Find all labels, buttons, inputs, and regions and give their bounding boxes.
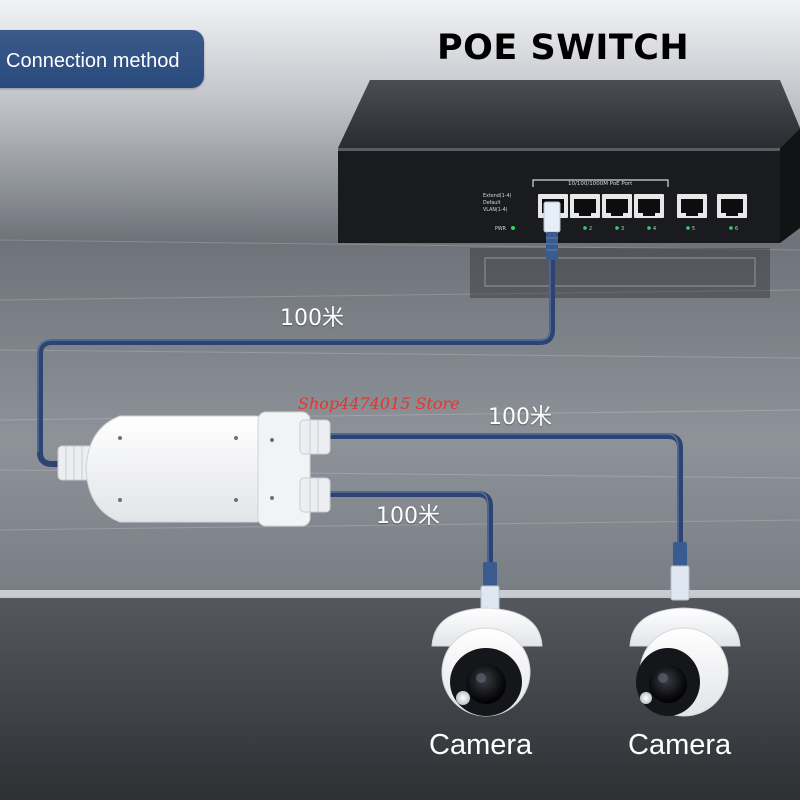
floor-edge-highlight xyxy=(0,590,800,598)
splitter-output-gland-1 xyxy=(299,419,331,455)
switch-rj45-plug xyxy=(543,201,561,260)
port-3: 3 xyxy=(602,194,632,232)
camera-1-label: Camera xyxy=(429,729,533,761)
cable-length-label-switch: 100米 xyxy=(280,306,344,331)
switch-reflection xyxy=(470,248,770,298)
pwr-indicator xyxy=(511,226,515,230)
pwr-label: PWR xyxy=(495,226,507,232)
port-group-bracket xyxy=(532,179,669,187)
port-5: 5 xyxy=(677,194,707,232)
side-label-extend: Extend(1-4) xyxy=(483,193,511,199)
connection-method-badge xyxy=(0,30,204,88)
page-title: POE SWITCH xyxy=(437,28,690,68)
cable-length-label-camera-2: 100米 xyxy=(488,405,552,430)
camera-2-light xyxy=(640,692,652,704)
splitter-body xyxy=(85,415,281,523)
camera-1-light xyxy=(456,691,470,705)
poe-splitter xyxy=(57,411,331,527)
cable-switch-to-splitter xyxy=(37,255,555,467)
port-4: 4 xyxy=(634,194,664,232)
camera-2-rj45-plug xyxy=(670,542,690,601)
camera-2-label: Camera xyxy=(628,729,732,761)
svg-text:3: 3 xyxy=(621,226,624,232)
camera-1-lens xyxy=(466,664,506,704)
camera-1 xyxy=(431,607,543,717)
side-label-default: Default xyxy=(483,200,501,206)
port-group-label: 10/100/1000M PoE Port xyxy=(568,181,633,187)
port-6: 6 xyxy=(717,194,747,232)
svg-text:2: 2 xyxy=(589,226,592,232)
camera-2-lens xyxy=(649,665,687,703)
port-2: 2 xyxy=(570,194,600,232)
store-watermark: Shop4474015 Store xyxy=(298,394,460,413)
svg-text:5: 5 xyxy=(692,226,695,232)
side-label-vlan: VLAN(1-4) xyxy=(483,207,508,213)
camera-1-rj45-plug xyxy=(480,562,500,613)
switch-top xyxy=(338,80,800,148)
splitter-output-gland-2 xyxy=(299,477,331,513)
camera-2 xyxy=(629,607,741,717)
poe-switch: 10/100/1000M PoE Port Extend(1-4) Defaul… xyxy=(338,80,800,243)
svg-text:4: 4 xyxy=(653,226,656,232)
cable-length-label-camera-1: 100米 xyxy=(376,504,440,529)
connection-method-label: Connection method xyxy=(6,50,180,72)
svg-text:6: 6 xyxy=(735,226,738,232)
